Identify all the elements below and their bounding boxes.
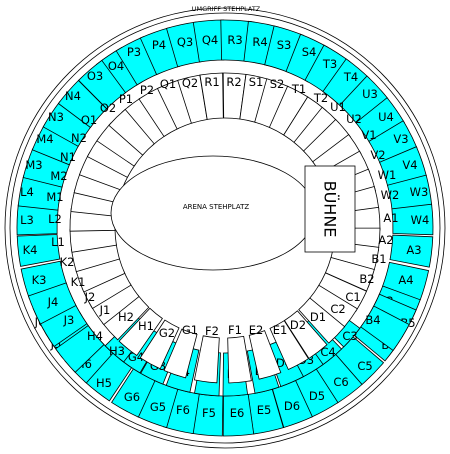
- section-shape[interactable]: [389, 234, 434, 268]
- section-shape[interactable]: [108, 108, 155, 156]
- section-shape[interactable]: [360, 305, 410, 352]
- section-shape[interactable]: [227, 335, 252, 384]
- outer-ring: [4, 7, 446, 449]
- section-shape[interactable]: [222, 393, 255, 437]
- section-shape[interactable]: [248, 330, 282, 380]
- section-label: F1: [228, 323, 242, 337]
- section-k4[interactable]: K4: [16, 234, 61, 267]
- section-shape[interactable]: [163, 328, 198, 379]
- section-w4[interactable]: W4: [391, 203, 434, 236]
- section-shape[interactable]: [16, 234, 61, 267]
- section-shape[interactable]: [391, 203, 434, 236]
- section-shape[interactable]: [193, 335, 220, 384]
- section-shape[interactable]: [27, 282, 77, 325]
- section-shape[interactable]: [118, 307, 163, 357]
- umgriff-label: UMGRIFF STEHPLATZ: [192, 5, 261, 13]
- section-shape[interactable]: [55, 325, 105, 373]
- section-e6[interactable]: E6: [222, 393, 255, 437]
- section-shape[interactable]: [269, 320, 309, 371]
- section-shape[interactable]: [139, 319, 180, 370]
- section-label: A2: [378, 233, 393, 247]
- arena-label: ARENA STEHPLATZ: [183, 203, 250, 211]
- section-shape[interactable]: [78, 59, 127, 110]
- arena-floor: [110, 155, 316, 271]
- section-label: F2: [205, 324, 219, 338]
- stage: [304, 165, 356, 253]
- stage-label: BÜHNE: [321, 181, 340, 238]
- section-a3[interactable]: A3: [389, 234, 434, 268]
- outer-ring-inner: [9, 12, 441, 444]
- section-shape[interactable]: [298, 297, 346, 344]
